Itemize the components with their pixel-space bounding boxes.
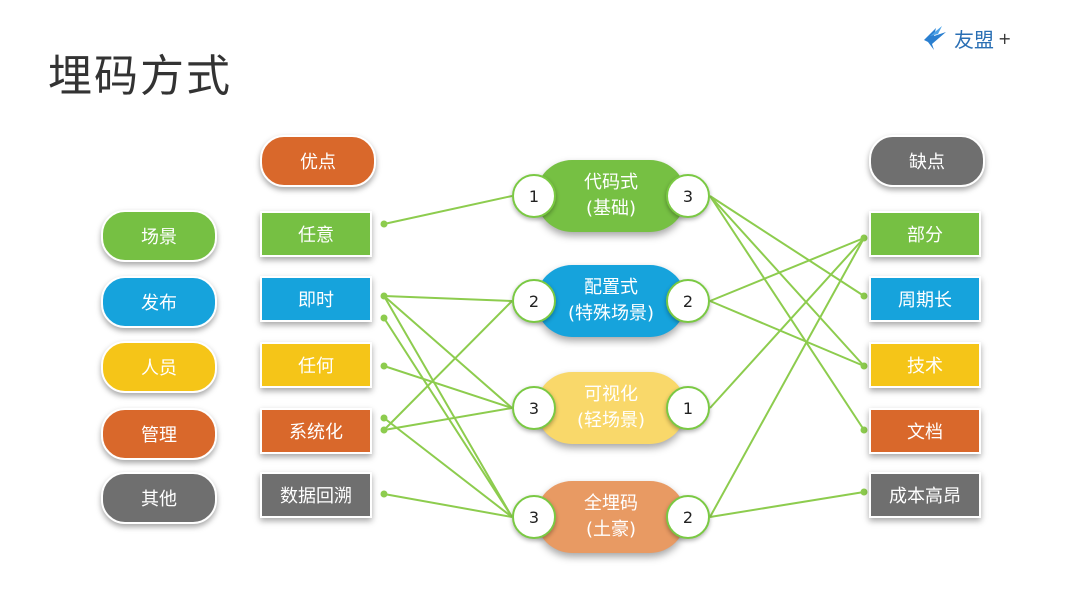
link-pro-1b-m3: [383, 317, 513, 518]
con-long-cycle: 周期长: [869, 276, 981, 322]
method-config-sub: (特殊场景): [567, 303, 655, 324]
method-code-sub: (基础): [585, 198, 637, 219]
method-config-left-count: 2: [512, 279, 556, 323]
method-code-right-count: 3: [666, 174, 710, 218]
dimension-scene: 场景: [101, 210, 217, 262]
method-visual-right-count: 1: [666, 386, 710, 430]
link-pro-3-m2: [383, 407, 513, 431]
logo-text: 友盟: [954, 27, 994, 52]
link-pro-0-m0: [383, 195, 513, 225]
dimension-personnel: 人员: [101, 341, 217, 393]
method-config: 配置式 (特殊场景): [536, 265, 686, 337]
pro-systematic: 系统化: [260, 408, 372, 454]
link-m1-con-2: [709, 300, 865, 367]
link-m1-con-0: [709, 237, 865, 302]
umeng-logo: 友盟 +: [920, 20, 1011, 56]
dimension-other: 其他: [101, 472, 217, 524]
link-pro-4-m3: [383, 493, 513, 518]
link-m3-con-0: [709, 237, 865, 518]
method-config-right-count: 2: [666, 279, 710, 323]
link-m0-con-2: [709, 195, 865, 367]
pro-anyone: 任何: [260, 342, 372, 388]
dimension-release: 发布: [101, 276, 217, 328]
method-code-name: 代码式: [584, 172, 638, 193]
method-full-right-count: 2: [666, 495, 710, 539]
link-pro-3b-m3: [383, 417, 513, 518]
method-full-left-count: 3: [512, 495, 556, 539]
logo-plus: +: [998, 28, 1012, 48]
pros-header: 优点: [260, 135, 376, 187]
method-config-name: 配置式: [584, 277, 638, 298]
link-pro-2-m2: [383, 365, 513, 409]
pro-data-backtrack: 数据回溯: [260, 472, 372, 518]
link-pro-3-m1: [383, 300, 513, 431]
method-code-left-count: 1: [512, 174, 556, 218]
con-technical: 技术: [869, 342, 981, 388]
pro-instant: 即时: [260, 276, 372, 322]
link-m3-con-4: [709, 491, 865, 518]
dimension-management: 管理: [101, 408, 217, 460]
con-documentation: 文档: [869, 408, 981, 454]
cons-header: 缺点: [869, 135, 985, 187]
method-full: 全埋码 (土豪): [536, 481, 686, 553]
link-pro-1-m1: [383, 295, 513, 302]
link-m2-con-0: [709, 237, 865, 409]
link-m0-con-3: [709, 195, 865, 431]
method-full-name: 全埋码: [584, 493, 638, 514]
link-pro-1-m2: [383, 295, 513, 409]
pro-arbitrary: 任意: [260, 211, 372, 257]
method-visual: 可视化 (轻场景): [536, 372, 686, 444]
method-visual-sub: (轻场景): [576, 410, 646, 431]
page-title: 埋码方式: [48, 51, 232, 102]
method-visual-left-count: 3: [512, 386, 556, 430]
method-code: 代码式 (基础): [536, 160, 686, 232]
con-partial: 部分: [869, 211, 981, 257]
link-m0-con-1: [709, 195, 865, 297]
con-high-cost: 成本高昂: [869, 472, 981, 518]
method-full-sub: (土豪): [585, 519, 637, 540]
link-pro-1-m3: [383, 295, 513, 518]
method-visual-name: 可视化: [584, 384, 638, 405]
umeng-bird-icon: [924, 26, 946, 50]
